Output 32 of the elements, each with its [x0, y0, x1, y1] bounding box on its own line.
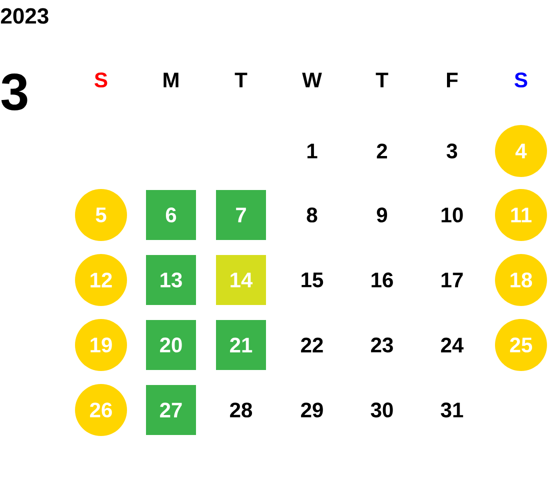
- day-number: 8: [306, 208, 318, 222]
- month-number: 3: [1, 74, 28, 110]
- day-number: 22: [301, 338, 323, 352]
- day-number: 30: [370, 402, 393, 418]
- year-title: 2023: [0, 8, 48, 24]
- day-number: 9: [376, 208, 388, 222]
- day-number: 29: [301, 402, 323, 418]
- day-number: 28: [230, 402, 252, 418]
- day-number: 23: [371, 338, 393, 352]
- day-square: 7: [216, 190, 266, 240]
- day-number: 10: [442, 208, 463, 222]
- weekday-label: M: [164, 72, 178, 88]
- day-number: 31: [440, 402, 464, 418]
- day-number: 2: [376, 144, 387, 158]
- day-square: 20: [146, 320, 196, 370]
- day-square: 27: [146, 385, 196, 435]
- weekday-label: F: [447, 72, 458, 88]
- day-number: 1: [307, 144, 318, 158]
- day-square: 21: [216, 320, 266, 370]
- weekday-label: S: [94, 72, 108, 88]
- day-square: 6: [146, 190, 196, 240]
- day-square: 13: [146, 255, 196, 305]
- weekday-label: T: [376, 72, 388, 88]
- day-number: 24: [441, 338, 464, 352]
- weekday-label: W: [302, 72, 322, 88]
- day-number: 3: [446, 144, 458, 158]
- day-number: 17: [442, 272, 463, 288]
- day-number: 16: [372, 272, 393, 288]
- weekday-label: S: [514, 72, 528, 88]
- weekday-label: T: [234, 72, 248, 88]
- day-square: 14: [216, 255, 266, 305]
- day-number: 15: [302, 272, 324, 288]
